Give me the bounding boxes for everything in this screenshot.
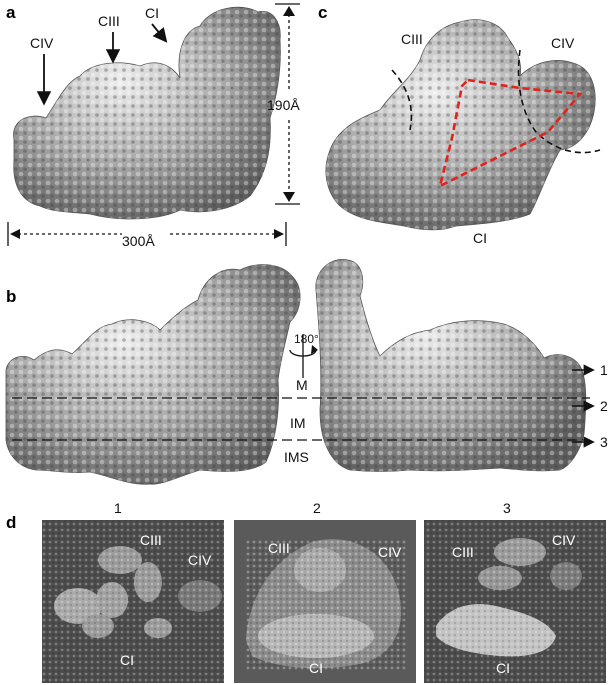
slice-3-ciii-label: CIII	[452, 544, 474, 560]
slice-1-civ-label: CIV	[188, 552, 212, 568]
left-half-density	[5, 264, 301, 485]
slice-1: 1 CIII CIV CI	[42, 500, 224, 683]
layer-label-ims: IMS	[284, 449, 309, 465]
right-half-density	[315, 259, 587, 472]
civ-boundary-dashed-curve	[517, 49, 601, 154]
slice-3-number: 3	[503, 500, 511, 516]
red-dashed-trace	[438, 78, 583, 189]
panel-c: c CIII CIV CI	[318, 3, 601, 246]
section-number-3: 3	[600, 434, 608, 450]
slice-2-number: 2	[313, 500, 321, 516]
panel-d-letter: d	[6, 513, 16, 532]
ci-label-group: CI	[145, 5, 168, 43]
panel-d: d 1 CIII CIV CI 2	[6, 500, 606, 683]
slice-1-density	[42, 520, 224, 683]
slice-3: 3 CIII CIV CI	[424, 500, 606, 683]
panel-a-letter: a	[6, 3, 16, 22]
width-dimension: 300Å	[7, 222, 287, 249]
slice-1-number: 1	[114, 500, 122, 516]
section-markers: 1 2 3	[572, 362, 608, 450]
ci-pointer-arrow	[151, 23, 168, 43]
slice-2-ciii-label: CIII	[268, 540, 290, 556]
panel-b: b 180° M IM IMS 1 2 3	[5, 259, 608, 485]
layer-label-m: M	[296, 377, 308, 393]
ci-label: CI	[145, 5, 159, 21]
slice-1-ci-label: CI	[120, 652, 134, 668]
height-dimension: 190Å	[267, 3, 300, 205]
layer-label-im: IM	[290, 415, 306, 431]
panel-c-ci-label: CI	[473, 230, 487, 246]
slice-2-civ-label: CIV	[378, 544, 402, 560]
rotation-indicator: 180°	[289, 332, 319, 378]
slice-1-ciii-label: CIII	[140, 532, 162, 548]
supercomplex-density-side-view	[13, 6, 281, 220]
civ-label-group: CIV	[30, 35, 54, 106]
panel-a: a CIV CIII CI 190Å	[6, 3, 300, 249]
section-number-2: 2	[600, 398, 608, 414]
ciii-label: CIII	[98, 13, 120, 29]
panel-c-letter: c	[318, 3, 327, 22]
rotation-label: 180°	[294, 332, 319, 346]
slice-2: 2 CIII CIV CI	[234, 500, 416, 683]
panel-c-civ-label: CIV	[551, 35, 575, 51]
section-number-1: 1	[600, 362, 608, 378]
panel-c-ciii-label: CIII	[401, 31, 423, 47]
civ-label: CIV	[30, 35, 54, 51]
slice-2-density	[246, 539, 406, 670]
width-label: 300Å	[122, 233, 155, 249]
slice-3-civ-label: CIV	[552, 532, 576, 548]
slice-2-ci-label: CI	[309, 660, 323, 676]
ciii-boundary-dashed-curve	[391, 69, 413, 131]
ciii-label-group: CIII	[98, 13, 121, 64]
height-label: 190Å	[267, 97, 300, 113]
slice-3-ci-label: CI	[496, 660, 510, 676]
panel-b-letter: b	[6, 287, 16, 306]
supercomplex-density-top-view	[325, 19, 596, 231]
slice-3-density	[424, 520, 606, 683]
